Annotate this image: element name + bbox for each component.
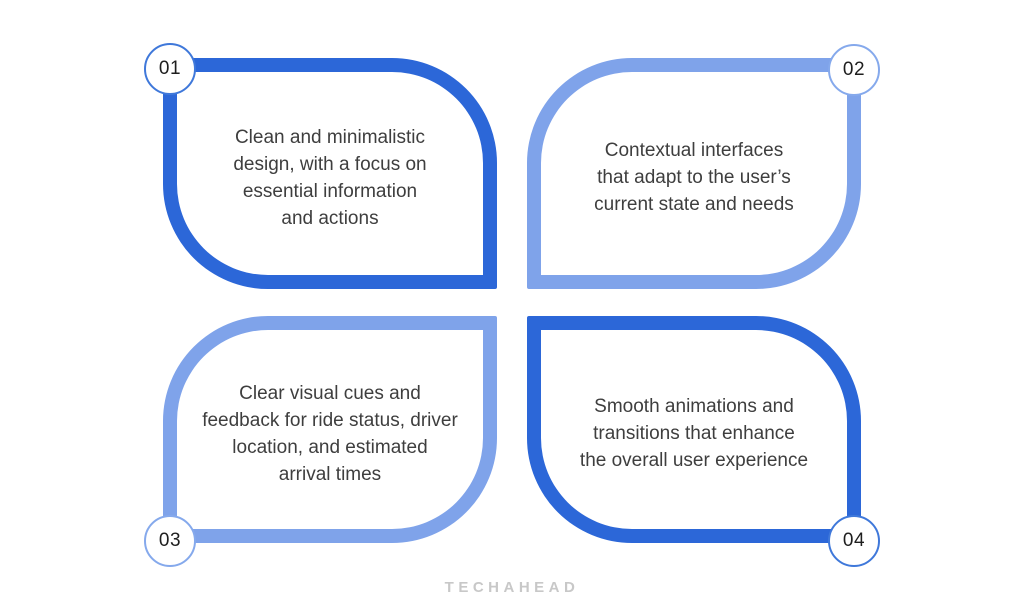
techahead-logo: TECHAHEAD xyxy=(444,579,580,596)
badge-04-circle: 04 xyxy=(828,515,880,567)
petal-03-text: Clear visual cues and feedback for ride … xyxy=(202,382,458,485)
badge-03-circle: 03 xyxy=(144,515,196,567)
petal-03-clear-visual-cues: Clear visual cues and feedback for ride … xyxy=(163,316,497,543)
badge-03-number: 03 xyxy=(158,530,182,551)
badge-02-circle: 02 xyxy=(828,44,880,96)
petal-04-text: Smooth animations and transitions that e… xyxy=(579,396,809,471)
petal-01-text: Clean and minimalistic design, with a fo… xyxy=(233,126,427,229)
badge-01-number: 01 xyxy=(158,58,182,79)
badge-04-number: 04 xyxy=(842,530,866,551)
badge-01-circle: 01 xyxy=(144,43,196,95)
petal-04-smooth-animations: Smooth animations and transitions that e… xyxy=(527,316,861,543)
petal-02-text: Contextual interfaces that adapt to the … xyxy=(594,140,794,215)
petal-02-contextual-interfaces: Contextual interfaces that adapt to the … xyxy=(527,58,861,289)
petal-01-clean-minimalistic-design: Clean and minimalistic design, with a fo… xyxy=(163,58,497,289)
badge-02-number: 02 xyxy=(842,59,866,80)
